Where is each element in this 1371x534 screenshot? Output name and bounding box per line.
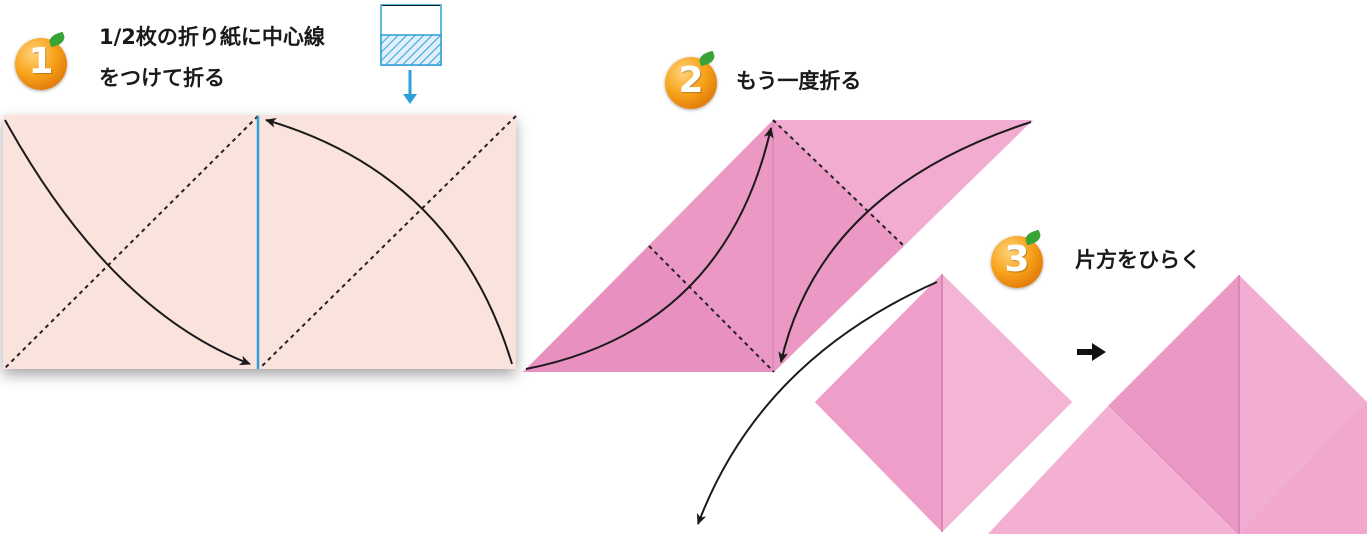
step-3-badge: 3 bbox=[991, 229, 1043, 288]
fold-arrow-up bbox=[525, 127, 774, 370]
step-2-number: 2 bbox=[678, 60, 704, 101]
down-arrow-icon bbox=[403, 94, 417, 104]
step-3-text: 片方をひらく bbox=[1075, 248, 1201, 272]
right-arrow-icon bbox=[1077, 343, 1106, 361]
step-1-number: 1 bbox=[28, 41, 54, 82]
step-1-badge: 1 bbox=[15, 31, 67, 90]
fold-arrow-down bbox=[778, 121, 1032, 363]
open-arrow bbox=[696, 281, 938, 525]
step-1-fold-icon bbox=[380, 4, 442, 104]
step-2-badge: 2 bbox=[665, 50, 717, 109]
step-1-text-line2: をつけて折る bbox=[99, 66, 225, 90]
step-1-text-line1: 1/2枚の折り紙に中心線 bbox=[99, 25, 325, 49]
step-3-paper-before bbox=[696, 274, 1072, 532]
fold-arrow-left bbox=[4, 119, 251, 366]
step-3-paper-after bbox=[988, 275, 1367, 534]
fold-arrow-right bbox=[265, 117, 513, 365]
step-3-number: 3 bbox=[1004, 239, 1030, 280]
step-1-paper bbox=[3, 115, 517, 369]
step-2-text: もう一度折る bbox=[736, 69, 862, 93]
step-2-paper bbox=[523, 119, 1033, 373]
